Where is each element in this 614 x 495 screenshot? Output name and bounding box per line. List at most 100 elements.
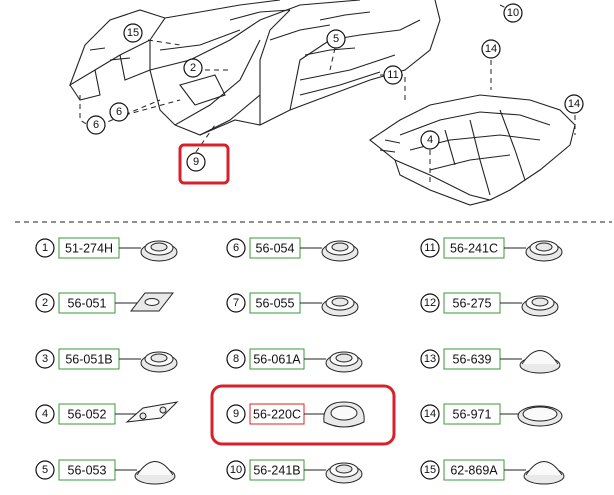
- part-number: 56-055: [256, 297, 295, 311]
- callout-5-label: 5: [333, 33, 339, 45]
- legend-number: 8: [233, 353, 239, 365]
- legend-number-circle: [35, 404, 55, 424]
- part-number: 56-053: [68, 464, 107, 478]
- callout-11-label: 11: [387, 69, 398, 81]
- part-number: 56-639: [453, 353, 492, 367]
- legend-number: 4: [42, 408, 48, 420]
- legend-number-circle: [226, 293, 246, 313]
- top-callouts: 15 2 6 6 9 5 11 14 14 4 10: [86, 3, 584, 185]
- legend-number-circle: [226, 349, 246, 369]
- legend-number-circle: [226, 238, 246, 258]
- part-illustration: [134, 461, 176, 485]
- part-illustration: [523, 461, 565, 485]
- callout-6a: [86, 115, 106, 135]
- callout-14a-label: 14: [485, 43, 497, 55]
- callout-4: [420, 130, 440, 150]
- callout-9-label: 9: [193, 156, 199, 168]
- legend-item-5: 5 56-053: [35, 459, 176, 485]
- legend-item-4: 4 56-052: [35, 401, 179, 425]
- part-illustration: [321, 240, 359, 262]
- legend-item-10: 10 56-241B: [226, 459, 363, 484]
- part-number: 56-220C: [253, 408, 301, 422]
- legend-number: 6: [233, 242, 239, 254]
- legend-number: 13: [424, 353, 436, 365]
- legend-number: 9: [233, 408, 239, 420]
- part-illustration: [325, 462, 363, 484]
- part-number: 56-241B: [253, 464, 300, 478]
- callout-11: [383, 65, 403, 85]
- part-number: 56-051: [68, 297, 107, 311]
- legend-number: 14: [424, 408, 436, 420]
- legend-number-circle: [420, 293, 440, 313]
- legend-number: 1: [42, 242, 48, 254]
- callout-14b: [564, 94, 584, 114]
- legend-number-circle: [35, 238, 55, 258]
- legend-item-3: 3 56-051B: [35, 348, 178, 373]
- callout-4-label: 4: [427, 134, 433, 146]
- legend-item-14: 14 56-971: [420, 403, 563, 427]
- part-illustration: [517, 405, 563, 427]
- legend-item-6: 6 56-054: [226, 237, 359, 262]
- legend-item-1: 1 51-274H: [35, 237, 178, 262]
- legend-number: 12: [424, 297, 436, 309]
- legend-number-circle: [420, 238, 440, 258]
- legend-item-8: 8 56-061A: [226, 348, 363, 373]
- callout-15: [123, 23, 143, 43]
- callout-10-label: 10: [507, 7, 519, 19]
- legend-number-circle: [226, 460, 246, 480]
- part-number: 56-241C: [450, 242, 498, 256]
- part-illustration: [321, 295, 359, 317]
- highlight-callout-9: [178, 143, 230, 185]
- legend-item-13: 13 56-639: [420, 348, 561, 374]
- body-shell-drawing: [68, 0, 576, 206]
- part-illustration: [140, 240, 178, 262]
- callout-14b-label: 14: [568, 98, 580, 110]
- part-number: 62-869A: [450, 464, 498, 478]
- legend-number: 15: [424, 464, 436, 476]
- part-illustration: [140, 351, 178, 373]
- part-number: 56-054: [256, 242, 295, 256]
- legend-number-circle: [35, 293, 55, 313]
- callout-6b: [109, 102, 129, 122]
- legend-item-11: 11 56-241C: [420, 237, 563, 262]
- part-illustration: [519, 350, 561, 374]
- callout-5: [326, 29, 346, 49]
- callout-15-label: 15: [127, 27, 139, 39]
- callout-2: [183, 58, 203, 78]
- legend-item-9: 9 56-220C: [226, 401, 365, 428]
- part-number: 56-275: [453, 297, 492, 311]
- part-number: 56-052: [68, 408, 107, 422]
- legend-number-circle: [420, 460, 440, 480]
- part-illustration: [125, 401, 179, 423]
- legend-number-circle: [35, 349, 55, 369]
- legend-number: 3: [42, 353, 48, 365]
- part-illustration: [129, 292, 175, 312]
- legend-item-12: 12 56-275: [420, 292, 559, 317]
- legend-item-15: 15 62-869A: [420, 459, 565, 485]
- part-number: 51-274H: [65, 242, 113, 256]
- part-number: 56-051B: [65, 353, 112, 367]
- callout-14a: [481, 39, 501, 59]
- part-number: 56-061A: [253, 353, 301, 367]
- legend-number-circle: [420, 404, 440, 424]
- legend-number: 5: [42, 464, 48, 476]
- part-illustration: [525, 240, 563, 262]
- legend-number: 10: [230, 464, 242, 476]
- part-number: 56-971: [453, 408, 492, 422]
- legend-number-circle: [420, 349, 440, 369]
- callout-10: [503, 3, 523, 23]
- legend-number-circle: [226, 404, 246, 424]
- callout-6a-label: 6: [93, 119, 99, 131]
- legend-number-circle: [35, 460, 55, 480]
- legend-item-7: 7 56-055: [226, 292, 359, 317]
- part-illustration: [521, 295, 559, 317]
- legend-number: 11: [424, 242, 435, 254]
- callout-9: [186, 152, 206, 172]
- legend-number: 7: [233, 297, 239, 309]
- part-illustration: [325, 351, 363, 373]
- callout-2-label: 2: [190, 62, 196, 74]
